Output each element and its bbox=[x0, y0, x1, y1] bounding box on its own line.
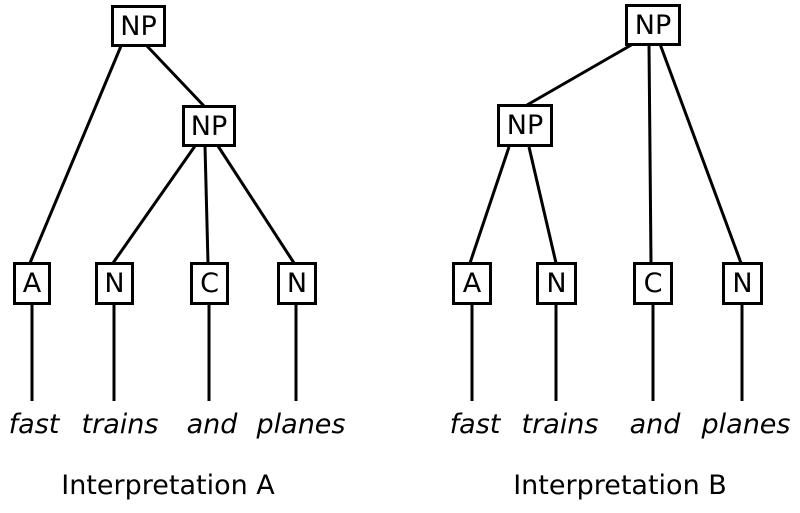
tree-a-word-trains: trains bbox=[81, 409, 159, 440]
tree-b-terminal-n1-node: N bbox=[536, 262, 577, 305]
tree-a-caption: Interpretation A bbox=[61, 470, 275, 501]
tree-b-word-planes: planes bbox=[701, 409, 791, 440]
edge-a-inner-to-n1 bbox=[111, 145, 197, 264]
edge-b-root-to-inner-np bbox=[526, 42, 634, 107]
tree-a-terminal-c-node: C bbox=[190, 262, 229, 305]
tree-b-root-np-node: NP bbox=[625, 4, 681, 46]
edge-a-root-to-a bbox=[28, 45, 123, 264]
tree-b-terminal-n2-node: N bbox=[722, 262, 763, 305]
tree-b-word-fast: fast bbox=[449, 409, 501, 440]
tree-b-word-trains: trains bbox=[521, 409, 599, 440]
edge-b-inner-to-a bbox=[468, 146, 511, 264]
tree-b-caption: Interpretation B bbox=[513, 470, 727, 501]
tree-b-terminal-c-node: C bbox=[633, 262, 673, 305]
edge-b-root-to-c bbox=[647, 43, 653, 264]
tree-a-inner-np-node: NP bbox=[182, 105, 236, 147]
tree-a-word-fast: fast bbox=[8, 409, 60, 440]
tree-a-terminal-a-node: A bbox=[13, 262, 51, 305]
tree-a-word-planes: planes bbox=[256, 409, 346, 440]
edge-a-inner-to-c bbox=[203, 145, 210, 264]
tree-b-inner-np-node: NP bbox=[497, 104, 553, 147]
edge-a-inner-to-n2 bbox=[216, 145, 296, 264]
tree-a-terminal-n2-node: N bbox=[277, 262, 317, 305]
tree-a-root-np-node: NP bbox=[111, 5, 166, 47]
tree-b-terminal-a-node: A bbox=[452, 262, 492, 305]
tree-a-word-and: and bbox=[186, 409, 238, 440]
tree-a-terminal-n1-node: N bbox=[95, 262, 134, 305]
tree-b-word-and: and bbox=[629, 409, 681, 440]
edge-a-root-to-inner-np bbox=[145, 44, 206, 108]
edge-b-root-to-n2 bbox=[658, 43, 743, 264]
edge-b-inner-to-n1 bbox=[527, 146, 558, 264]
